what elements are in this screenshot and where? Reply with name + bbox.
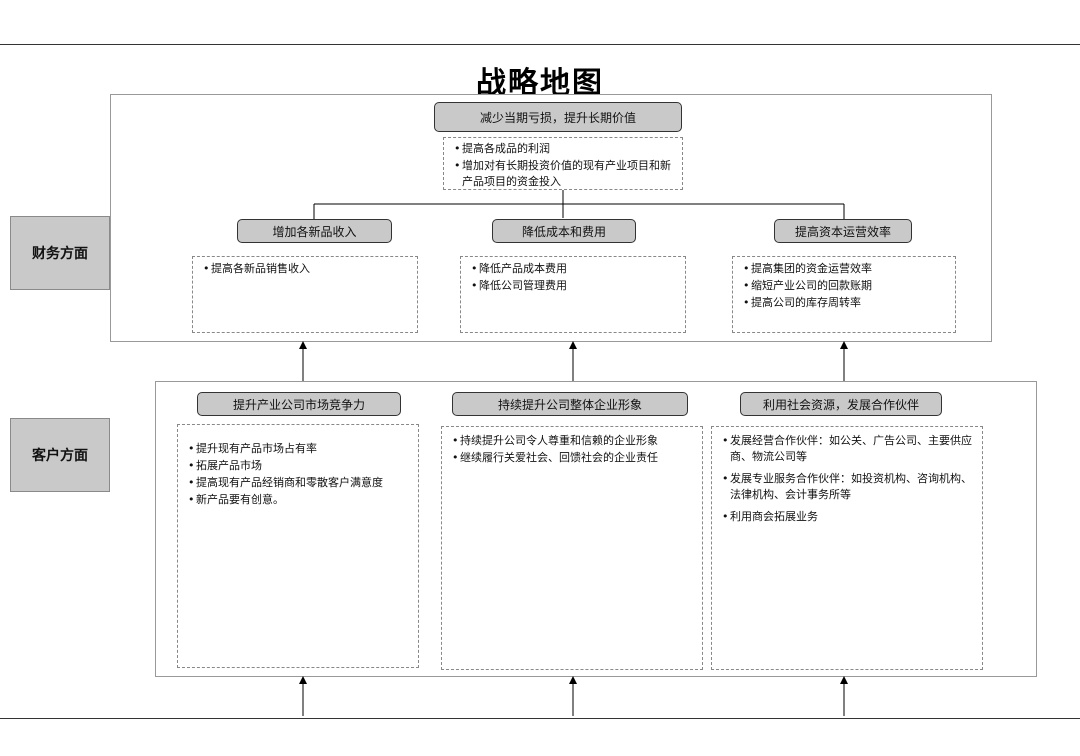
customer-col3-header: 利用社会资源，发展合作伙伴 xyxy=(740,392,942,416)
list-item: 提高各新品销售收入 xyxy=(203,261,407,277)
finance-top-box: 提高各成品的利润 增加对有长期投资价值的现有产业项目和新产品项目的资金投入 xyxy=(443,137,683,190)
finance-col2-header: 降低成本和费用 xyxy=(492,219,636,243)
finance-col2-box: 降低产品成本费用 降低公司管理费用 xyxy=(460,256,686,333)
list-item: 提高公司的库存周转率 xyxy=(743,295,945,311)
list-item: 利用商会拓展业务 xyxy=(722,509,972,525)
finance-top-header: 减少当期亏损，提升长期价值 xyxy=(434,102,682,132)
list-item: 继续履行关爱社会、回馈社会的企业责任 xyxy=(452,450,692,466)
list-item: 新产品要有创意。 xyxy=(188,492,408,508)
list-item: 降低产品成本费用 xyxy=(471,261,675,277)
finance-col3-box: 提高集团的资金运营效率 缩短产业公司的回款账期 提高公司的库存周转率 xyxy=(732,256,956,333)
list-item: 提高集团的资金运营效率 xyxy=(743,261,945,277)
list-item: 拓展产品市场 xyxy=(188,458,408,474)
list-item: 持续提升公司令人尊重和信赖的企业形象 xyxy=(452,433,692,449)
customer-col2-header: 持续提升公司整体企业形象 xyxy=(452,392,688,416)
list-item: 发展专业服务合作伙伴：如投资机构、咨询机构、法律机构、会计事务所等 xyxy=(722,471,972,503)
bottom-rule xyxy=(0,718,1080,719)
finance-col1-header: 增加各新品收入 xyxy=(237,219,392,243)
list-item: 增加对有长期投资价值的现有产业项目和新产品项目的资金投入 xyxy=(454,158,672,190)
top-rule xyxy=(0,44,1080,45)
list-item: 提升现有产品市场占有率 xyxy=(188,441,408,457)
customer-col1-header: 提升产业公司市场竞争力 xyxy=(197,392,401,416)
list-item: 缩短产业公司的回款账期 xyxy=(743,278,945,294)
list-item: 降低公司管理费用 xyxy=(471,278,675,294)
finance-col3-header: 提高资本运营效率 xyxy=(774,219,912,243)
customer-col1-box: 提升现有产品市场占有率 拓展产品市场 提高现有产品经销商和零散客户满意度 新产品… xyxy=(177,424,419,668)
finance-col1-box: 提高各新品销售收入 xyxy=(192,256,418,333)
finance-side-label: 财务方面 xyxy=(10,216,110,290)
list-item: 提高现有产品经销商和零散客户满意度 xyxy=(188,475,408,491)
list-item: 提高各成品的利润 xyxy=(454,141,672,157)
list-item: 发展经营合作伙伴：如公关、广告公司、主要供应商、物流公司等 xyxy=(722,433,972,465)
customer-side-label: 客户方面 xyxy=(10,418,110,492)
customer-col2-box: 持续提升公司令人尊重和信赖的企业形象 继续履行关爱社会、回馈社会的企业责任 xyxy=(441,426,703,670)
customer-col3-box: 发展经营合作伙伴：如公关、广告公司、主要供应商、物流公司等 发展专业服务合作伙伴… xyxy=(711,426,983,670)
